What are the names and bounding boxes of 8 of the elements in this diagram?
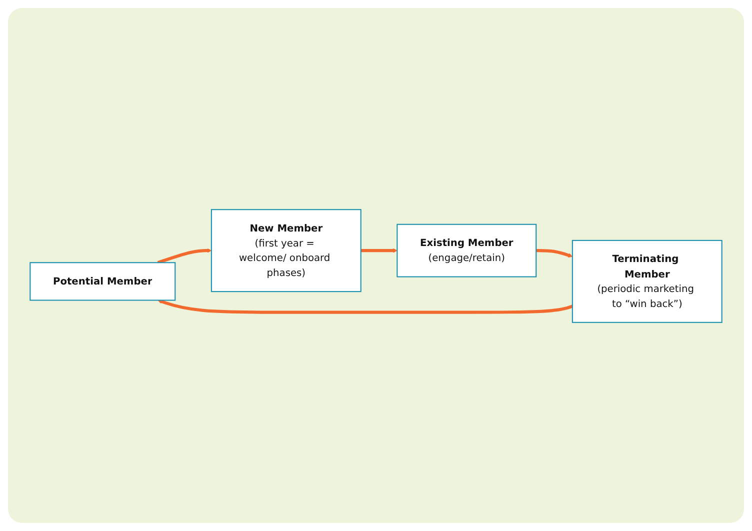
arrow [158, 298, 573, 314]
arrow [157, 248, 212, 264]
arrow [536, 248, 573, 257]
node-box: New Member (first year = welcome/ onboard phases) [210, 208, 362, 292]
node-box: Terminating Member (periodic marketing to “win back”) [572, 239, 722, 322]
node-box: Potential Member [30, 262, 176, 300]
arrow [360, 248, 398, 252]
node-box: Existing Member (engage/retain) [396, 223, 537, 277]
